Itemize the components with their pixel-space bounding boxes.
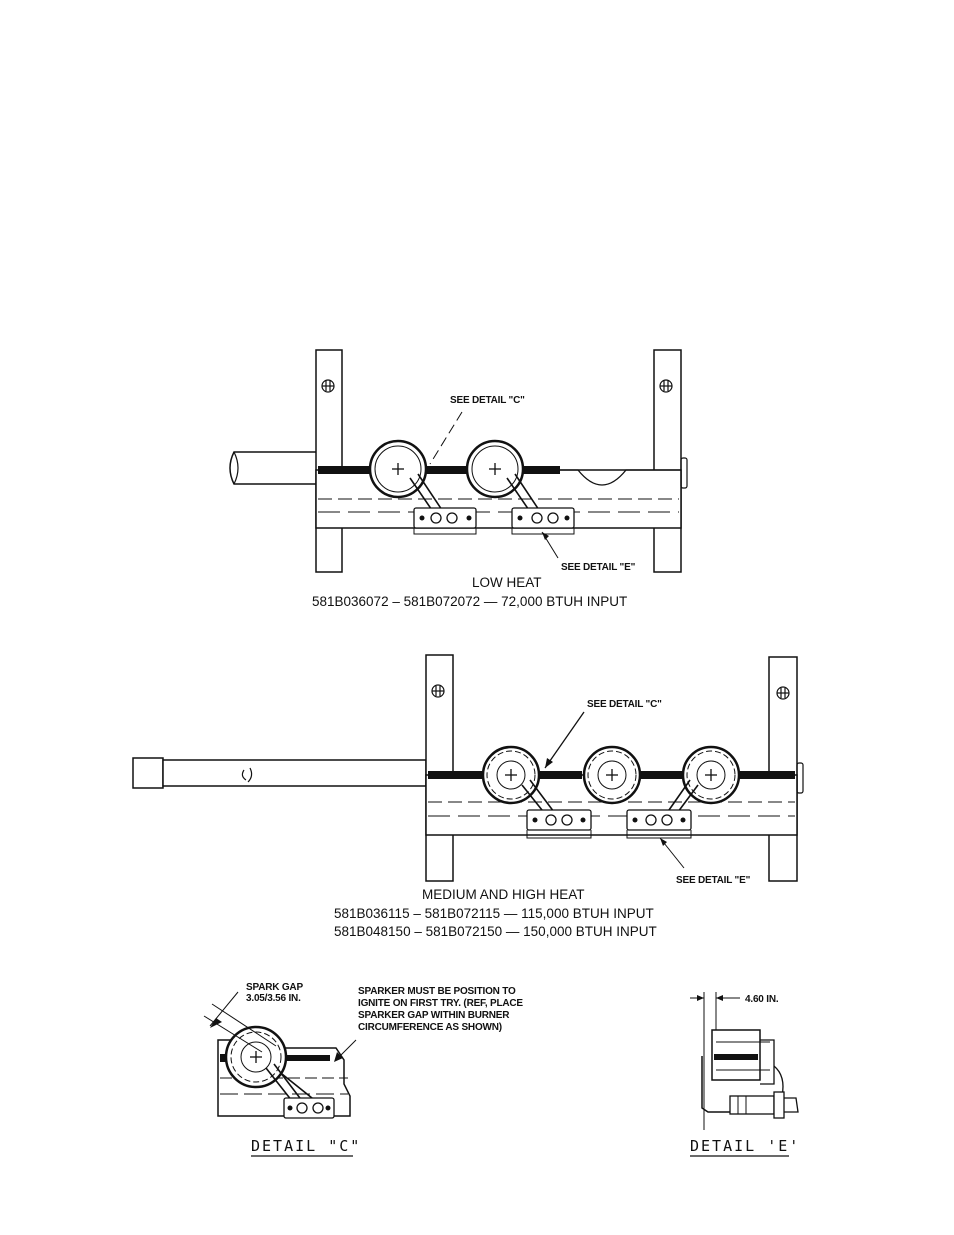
left-rail	[315, 349, 343, 573]
low-heat-title: LOW HEAT	[472, 575, 542, 590]
sparker-note-line-1: SPARKER MUST BE POSITION TO	[358, 986, 516, 997]
detail-c-title: DETAIL "C"	[251, 1137, 361, 1155]
mh-burner-2	[582, 745, 642, 805]
medium-high-heat-assembly: SEE DETAIL "C" SEE DETAIL "E" MEDIUM AND…	[132, 654, 804, 939]
mh-heat-title: MEDIUM AND HIGH HEAT	[422, 887, 585, 902]
low-igniter-bracket-2	[511, 507, 575, 535]
mh-igniter-bracket-1	[526, 809, 592, 839]
low-heat-assembly: SEE DETAIL "C" SEE DETAIL "E" LOW HEAT 5…	[229, 349, 688, 609]
mh-burner-3	[681, 745, 741, 805]
low-see-detail-e-label: SEE DETAIL "E"	[561, 562, 636, 573]
spark-gap-value: 3.05/3.56 IN.	[246, 993, 301, 1004]
sparker-note-line-4: CIRCUMFERENCE AS SHOWN)	[358, 1022, 502, 1033]
mh-see-detail-e-label: SEE DETAIL "E"	[676, 875, 751, 886]
sparker-note-line-2: IGNITE ON FIRST TRY. (REF, PLACE	[358, 998, 523, 1009]
mh-igniter-bracket-2	[626, 809, 692, 839]
sparker-note-line-3: SPARKER GAP WITHIN BURNER	[358, 1010, 510, 1021]
detail-e-title: DETAIL 'E'	[690, 1137, 800, 1155]
low-burner-2	[465, 439, 525, 499]
low-see-detail-c-label: SEE DETAIL "C"	[450, 395, 525, 406]
mh-heat-models-2: 581B048150 – 581B072150 — 150,000 BTUH I…	[334, 924, 657, 939]
low-igniter-bracket-1	[413, 507, 477, 535]
mh-heat-models-1: 581B036115 – 581B072115 — 115,000 BTUH I…	[334, 906, 654, 921]
detail-e: 4.60 IN. DETAIL 'E'	[690, 992, 800, 1157]
mh-see-detail-c-label: SEE DETAIL "C"	[587, 699, 662, 710]
low-burner-1	[368, 439, 428, 499]
detail-c: SPARK GAP 3.05/3.56 IN. SPARKER MUST BE …	[203, 982, 524, 1157]
low-heat-models: 581B036072 – 581B072072 — 72,000 BTUH IN…	[312, 594, 627, 609]
detail-e-dimension: 4.60 IN.	[745, 994, 779, 1005]
spark-gap-label: SPARK GAP	[246, 982, 303, 993]
right-rail	[768, 656, 798, 882]
